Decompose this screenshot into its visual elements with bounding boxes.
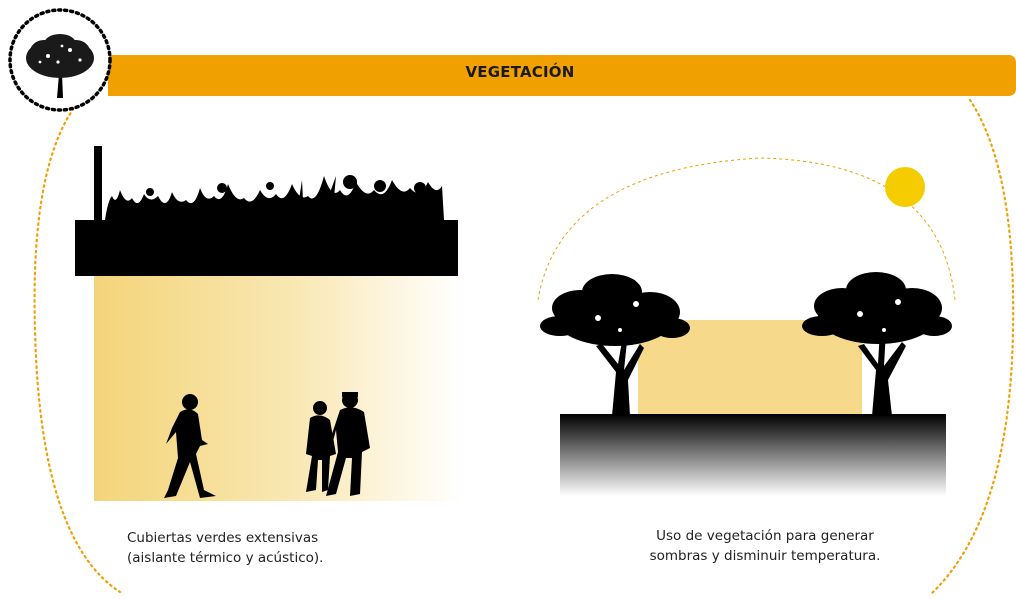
person-walking — [164, 394, 216, 498]
green-roof-panel — [75, 146, 462, 501]
tree-icon-badge — [8, 8, 112, 112]
indoor-light — [94, 276, 462, 501]
green-roof-caption: Cubiertas verdes extensivas (aislante té… — [127, 528, 323, 568]
roof-vegetation — [105, 175, 444, 220]
sun-arc — [537, 157, 956, 301]
ground — [560, 414, 946, 496]
roof-slab — [75, 220, 458, 276]
title-banner — [108, 55, 1016, 96]
tree-shade-caption: Uso de vegetación para generar sombras y… — [600, 526, 930, 566]
caption-line: Uso de vegetación para generar — [656, 528, 874, 544]
parapet — [94, 146, 102, 222]
page-title: VEGETACIÓN — [465, 63, 575, 81]
tree-icon — [26, 34, 94, 98]
person-standing-tall — [326, 392, 370, 496]
tree-left — [540, 274, 690, 416]
caption-line: Cubiertas verdes extensivas — [127, 530, 319, 546]
sun — [885, 167, 925, 207]
tree-right — [802, 272, 952, 416]
person-standing-small — [306, 401, 336, 492]
dotted-frame — [33, 98, 1015, 597]
tree-shade-panel — [537, 157, 956, 496]
caption-line: sombras y disminuir temperatura. — [649, 548, 881, 564]
caption-line: (aislante térmico y acústico). — [127, 550, 324, 566]
